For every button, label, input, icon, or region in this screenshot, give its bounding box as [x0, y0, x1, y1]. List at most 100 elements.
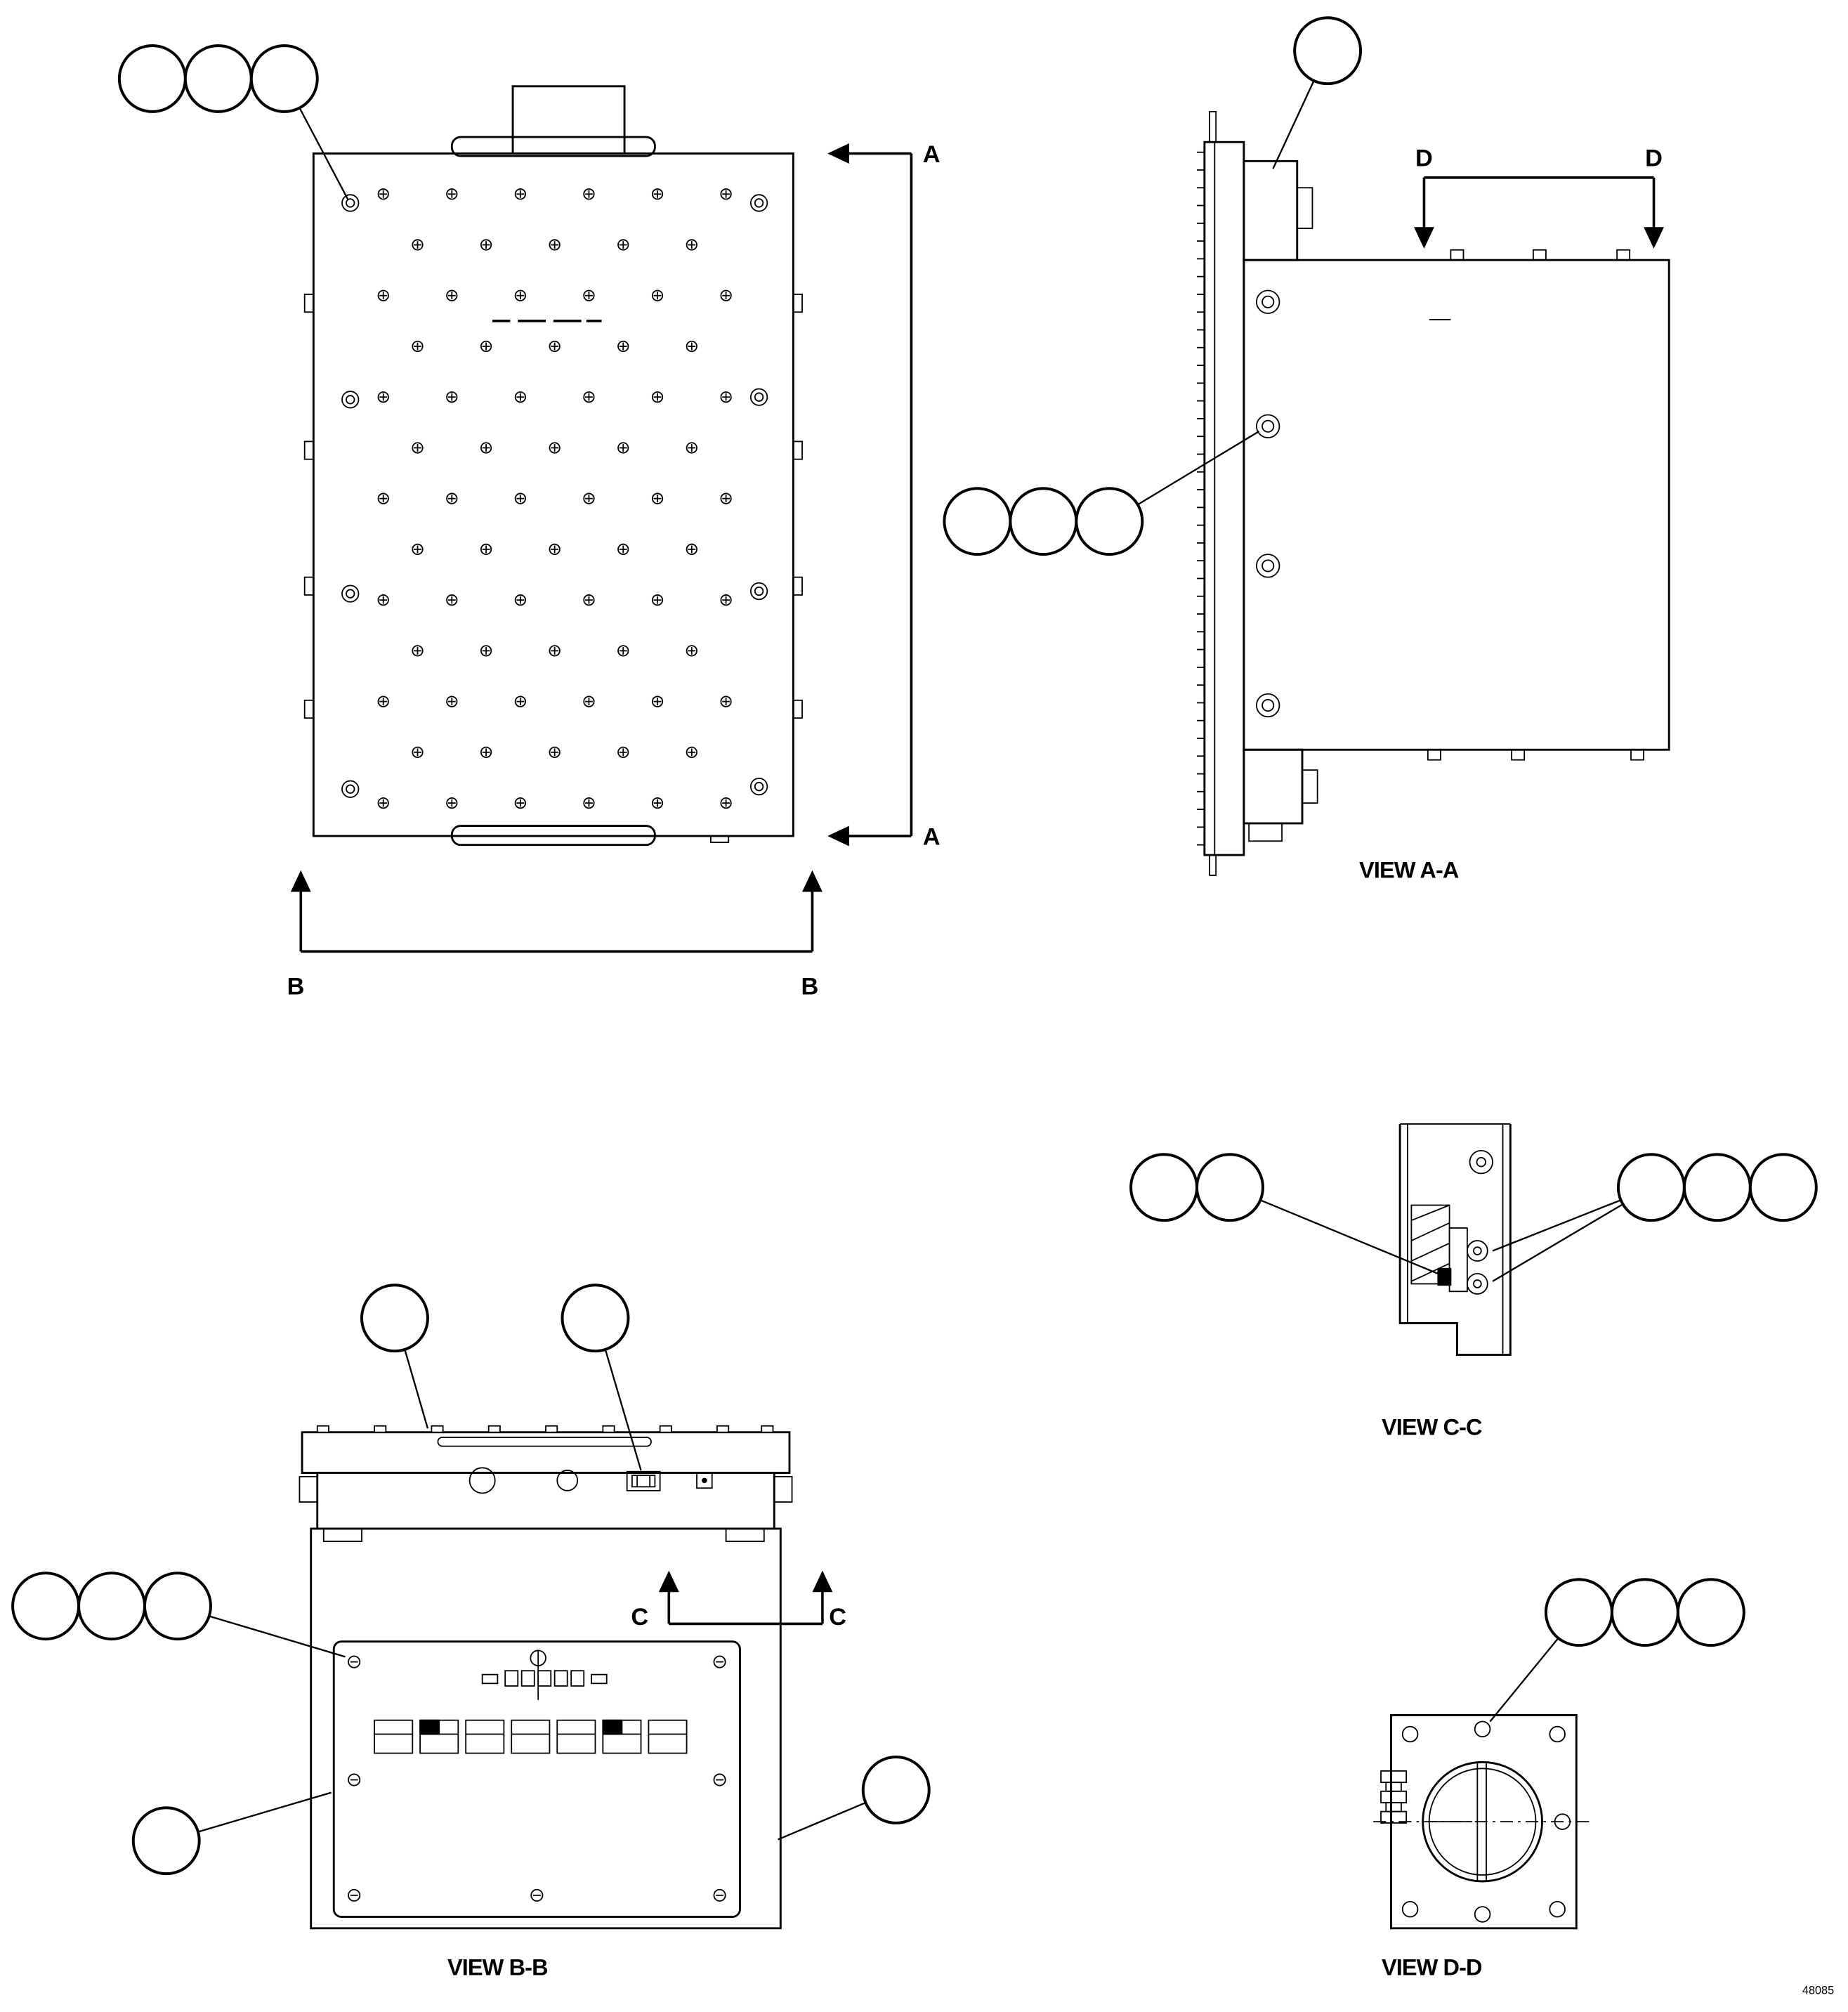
- bb-indicator-square: [696, 1472, 713, 1489]
- callout-balloon: [1544, 1578, 1613, 1647]
- side-tabs: [303, 294, 803, 843]
- callout-balloon: [249, 44, 319, 113]
- callout-bb-right: [778, 1756, 931, 1841]
- aa-bottom-bracket: [1243, 748, 1304, 825]
- section-label-d-right: D: [1645, 145, 1663, 172]
- callout-balloon: [131, 1806, 201, 1876]
- callouts: [11, 16, 1818, 1876]
- callout-balloon: [1610, 1578, 1679, 1647]
- bb-terminal-blocks: [504, 1670, 585, 1687]
- cc-top-screw: [1469, 1149, 1493, 1175]
- section-label-a-bottom: A: [923, 824, 941, 851]
- view-aa-title: VIEW A-A: [1359, 858, 1459, 883]
- callout-balloon: [143, 1572, 212, 1641]
- callout-aa-top: [1272, 16, 1363, 169]
- cc-fasteners: [1437, 1240, 1488, 1295]
- callout-balloon: [1616, 1153, 1686, 1222]
- section-label-c-left: C: [631, 1604, 648, 1631]
- callout-front-top: [117, 44, 349, 200]
- bb-right-cap: [773, 1476, 793, 1503]
- section-d-arrow-left: [1414, 227, 1434, 249]
- callout-balloon: [117, 44, 187, 113]
- callout-balloon: [1682, 1153, 1752, 1222]
- callout-balloon: [561, 1283, 630, 1353]
- section-label-b-right: B: [801, 974, 818, 1000]
- callout-balloon: [1676, 1578, 1745, 1647]
- aa-top-edge-screws: [1450, 249, 1631, 261]
- bb-top-plate: [301, 1431, 791, 1474]
- view-cc: VIEW C-C: [1382, 1123, 1512, 1439]
- bb-connector: [626, 1470, 661, 1491]
- section-a-arrow-top: [827, 143, 849, 164]
- callout-balloon: [183, 44, 253, 113]
- view-dd-title: VIEW D-D: [1382, 1955, 1482, 1980]
- aa-fin-ticks: [1197, 151, 1205, 846]
- aa-top-bracket: [1243, 159, 1299, 261]
- aa-guide-pin-bottom: [1209, 854, 1217, 876]
- panel-corner-screws: [341, 194, 768, 798]
- view-bb-title: VIEW B-B: [447, 1955, 548, 1980]
- callout-cc-left: [1129, 1153, 1439, 1275]
- callout-balloon: [360, 1283, 429, 1353]
- section-label-d-left: D: [1415, 145, 1433, 172]
- section-d-arrow-right: [1644, 227, 1664, 249]
- section-b-arrow-right: [802, 870, 823, 892]
- bb-foot-left: [322, 1528, 362, 1542]
- aa-guide-pin-top: [1209, 111, 1217, 143]
- bb-front-face: [310, 1527, 782, 1930]
- callout-balloon: [77, 1572, 146, 1641]
- section-label-b-left: B: [287, 974, 305, 1000]
- bottom-handle-bar: [450, 825, 656, 847]
- front-panel-face: [312, 152, 794, 837]
- bb-round-hole-2: [556, 1470, 579, 1491]
- dd-bolt-holes: [1401, 1720, 1571, 1923]
- bb-terminal-strip: [481, 1650, 608, 1700]
- section-d-indicator: D D: [1414, 145, 1664, 249]
- callout-balloon: [1748, 1153, 1818, 1222]
- view-cc-title: VIEW C-C: [1382, 1414, 1482, 1439]
- section-c-indicator: C C: [631, 1570, 846, 1631]
- section-label-c-right: C: [829, 1604, 846, 1631]
- aa-cold-plate: [1203, 141, 1245, 856]
- callout-balloon: [861, 1756, 931, 1824]
- view-aa: VIEW A-A: [1197, 111, 1670, 883]
- section-a-arrow-bottom: [827, 825, 849, 847]
- section-label-a-top: A: [923, 141, 941, 168]
- callout-bb-top-center: [561, 1283, 642, 1471]
- section-c-arrow-right: [812, 1570, 833, 1593]
- dd-side-fitting: [1380, 1770, 1408, 1824]
- callout-balloon: [1009, 487, 1078, 556]
- bb-round-hole-1: [468, 1467, 496, 1494]
- callout-bb-left: [11, 1572, 346, 1658]
- callout-dd-top: [1489, 1578, 1745, 1723]
- callout-balloon: [943, 487, 1012, 556]
- bb-connector-modules: [374, 1719, 688, 1754]
- callout-balloon: [11, 1572, 81, 1641]
- aa-mounting-bolts: [1256, 289, 1280, 718]
- bb-left-cap: [299, 1476, 318, 1503]
- callout-aa-left: [943, 430, 1260, 556]
- bb-panel-screws: [348, 1655, 726, 1902]
- top-handle-block: [511, 85, 626, 155]
- aa-chassis-box: [1243, 259, 1670, 751]
- callout-cc-right: [1492, 1153, 1818, 1282]
- view-dd: VIEW D-D: [1373, 1713, 1594, 1980]
- bb-connector-panel: [332, 1640, 741, 1919]
- bb-handle-slot: [437, 1437, 652, 1447]
- callout-bb-top-left: [360, 1283, 429, 1429]
- cc-bracket: [1410, 1204, 1468, 1293]
- dd-bore-outer: [1422, 1760, 1543, 1883]
- callout-balloon: [1129, 1153, 1198, 1222]
- section-b-indicator: B B: [287, 870, 823, 1000]
- front-panel-view: [303, 85, 803, 847]
- view-bb: VIEW B-B: [299, 1425, 793, 1980]
- bb-foot-right: [725, 1528, 765, 1542]
- section-c-arrow-left: [658, 1570, 679, 1593]
- callout-balloon: [1293, 16, 1363, 86]
- cc-panel-edge: [1398, 1123, 1512, 1357]
- bb-top-plate-screws: [316, 1425, 774, 1433]
- aa-bottom-edge-screws: [1427, 749, 1644, 761]
- section-b-arrow-left: [290, 870, 311, 892]
